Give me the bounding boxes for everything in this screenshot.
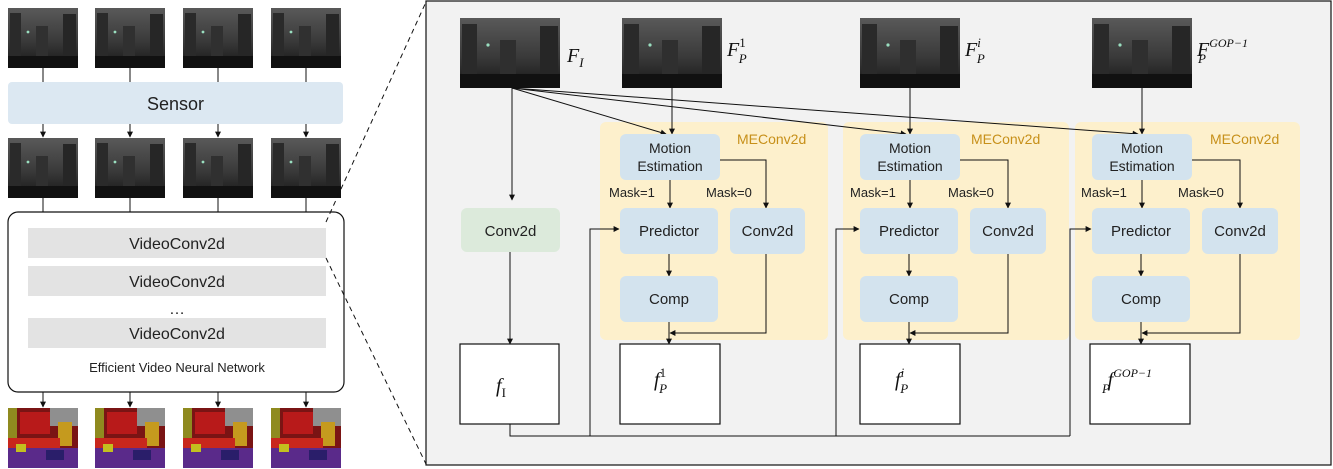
segmentation-frame-2 (95, 408, 165, 468)
branch-conv2d-block-2 (970, 208, 1046, 254)
mask0-label-2: Mask=0 (948, 185, 994, 200)
branch-conv2d-block-3 (1202, 208, 1278, 254)
output-label-intra: fI (496, 375, 506, 400)
output-p1-box (619, 343, 721, 425)
layers-ellipsis: … (169, 301, 185, 318)
motion-line1-2: Motion (889, 140, 931, 156)
comp-label-2: Comp (889, 291, 929, 308)
predictor-block-2 (860, 208, 958, 254)
frame-p1 (622, 18, 722, 88)
meconv-label-3: MEConv2d (1210, 131, 1279, 147)
sensor-label: Sensor (147, 94, 204, 114)
motion-line2-2: Estimation (877, 158, 942, 174)
motion-line1-1: Motion (649, 140, 691, 156)
output-intra-box (459, 343, 560, 425)
input-frame-2 (95, 8, 165, 68)
mask1-label-1: Mask=1 (609, 185, 655, 200)
segmentation-frame-3 (183, 408, 253, 468)
branch-conv2d-label-3: Conv2d (1214, 223, 1266, 240)
videoconv2d-label-2: VideoConv2d (129, 274, 225, 291)
videoconv2d-label-1: VideoConv2d (129, 236, 225, 253)
mask0-label-3: Mask=0 (1178, 185, 1224, 200)
meconv-module-3: Motion Estimation Mask=1 Mask=0 Predicto… (1081, 134, 1278, 345)
input-to-sensor-lines (42, 68, 307, 82)
sensor-frame-4 (271, 138, 341, 198)
predictor-label-2: Predictor (879, 223, 939, 240)
predictor-label-1: Predictor (639, 223, 699, 240)
motion-estimation-block-1 (620, 134, 720, 180)
frame-label-intra: FI (566, 45, 584, 70)
sensor-block (8, 82, 343, 124)
motion-line2-1: Estimation (637, 158, 702, 174)
branch-conv2d-label-1: Conv2d (742, 223, 794, 240)
frame-plast (1092, 18, 1192, 88)
frames-to-network-lines (42, 198, 307, 212)
intra-conv2d-label: Conv2d (485, 223, 537, 240)
segmentation-frame-1 (8, 408, 78, 468)
input-frame-3 (183, 8, 253, 68)
pframe-arrows (669, 88, 1145, 135)
videoconv2d-label-3: VideoConv2d (129, 326, 225, 343)
motion-line2-3: Estimation (1109, 158, 1174, 174)
meconv-label-2: MEConv2d (971, 131, 1040, 147)
output-pi-box (859, 343, 961, 425)
comp-label-3: Comp (1121, 291, 1161, 308)
sensor-to-frames-arrows (40, 124, 309, 138)
mask0-label-1: Mask=0 (706, 185, 752, 200)
sensor-frame-3 (183, 138, 253, 198)
sensor-output-frames-row (8, 138, 341, 198)
meconv-module-1: Motion Estimation Mask=1 Mask=0 Predicto… (609, 134, 805, 345)
predictor-block-1 (620, 208, 718, 254)
input-frames-row (8, 8, 341, 68)
frame-pi (860, 18, 960, 88)
reference-feedback-path (509, 226, 1092, 437)
meconv-module-2: Motion Estimation Mask=1 Mask=0 Predicto… (850, 134, 1046, 345)
frame-intra (460, 18, 560, 88)
mask1-label-3: Mask=1 (1081, 185, 1127, 200)
branch-conv2d-label-2: Conv2d (982, 223, 1034, 240)
sensor-frame-1 (8, 138, 78, 198)
motion-estimation-block-3 (1092, 134, 1192, 180)
videoconv2d-layer-3 (28, 318, 326, 348)
segmentation-frame-4 (271, 408, 341, 468)
input-frame-1 (8, 8, 78, 68)
intra-fanout-arrows (509, 87, 1139, 201)
zoom-callout-lines (325, 1, 427, 465)
motion-estimation-block-2 (860, 134, 960, 180)
predictor-label-3: Predictor (1111, 223, 1171, 240)
sensor-frame-2 (95, 138, 165, 198)
mask1-label-2: Mask=1 (850, 185, 896, 200)
comp-label-1: Comp (649, 291, 689, 308)
network-caption: Efficient Video Neural Network (89, 360, 265, 375)
comp-block-3 (1092, 276, 1190, 322)
intra-conv2d-block (461, 208, 560, 252)
output-plast-box (1089, 343, 1191, 425)
motion-line1-3: Motion (1121, 140, 1163, 156)
segmentation-output-row (8, 408, 341, 468)
network-to-seg-arrows (40, 392, 309, 408)
branch-conv2d-block-1 (730, 208, 805, 254)
input-frame-4 (271, 8, 341, 68)
meconv-label-1: MEConv2d (737, 131, 806, 147)
comp-block-2 (860, 276, 958, 322)
comp-block-1 (620, 276, 718, 322)
predictor-block-3 (1092, 208, 1190, 254)
videoconv2d-layer-1 (28, 228, 326, 258)
videoconv2d-layer-2 (28, 266, 326, 296)
